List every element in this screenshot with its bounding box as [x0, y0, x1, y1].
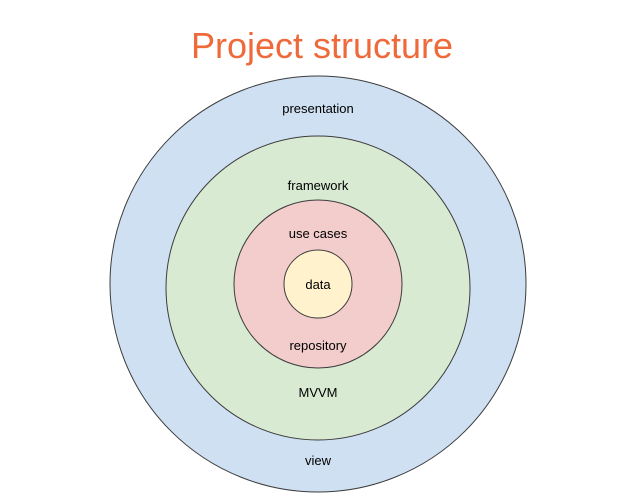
mvvm-label: MVVM — [299, 385, 338, 400]
framework-label: framework — [288, 178, 349, 193]
data-label: data — [305, 277, 331, 292]
presentation-label: presentation — [282, 101, 354, 116]
repository-label: repository — [289, 338, 347, 353]
data-layer-circle — [283, 249, 353, 319]
page-title: Project structure — [190, 25, 454, 66]
use-cases-label: use cases — [289, 226, 348, 241]
view-label: view — [305, 453, 332, 468]
